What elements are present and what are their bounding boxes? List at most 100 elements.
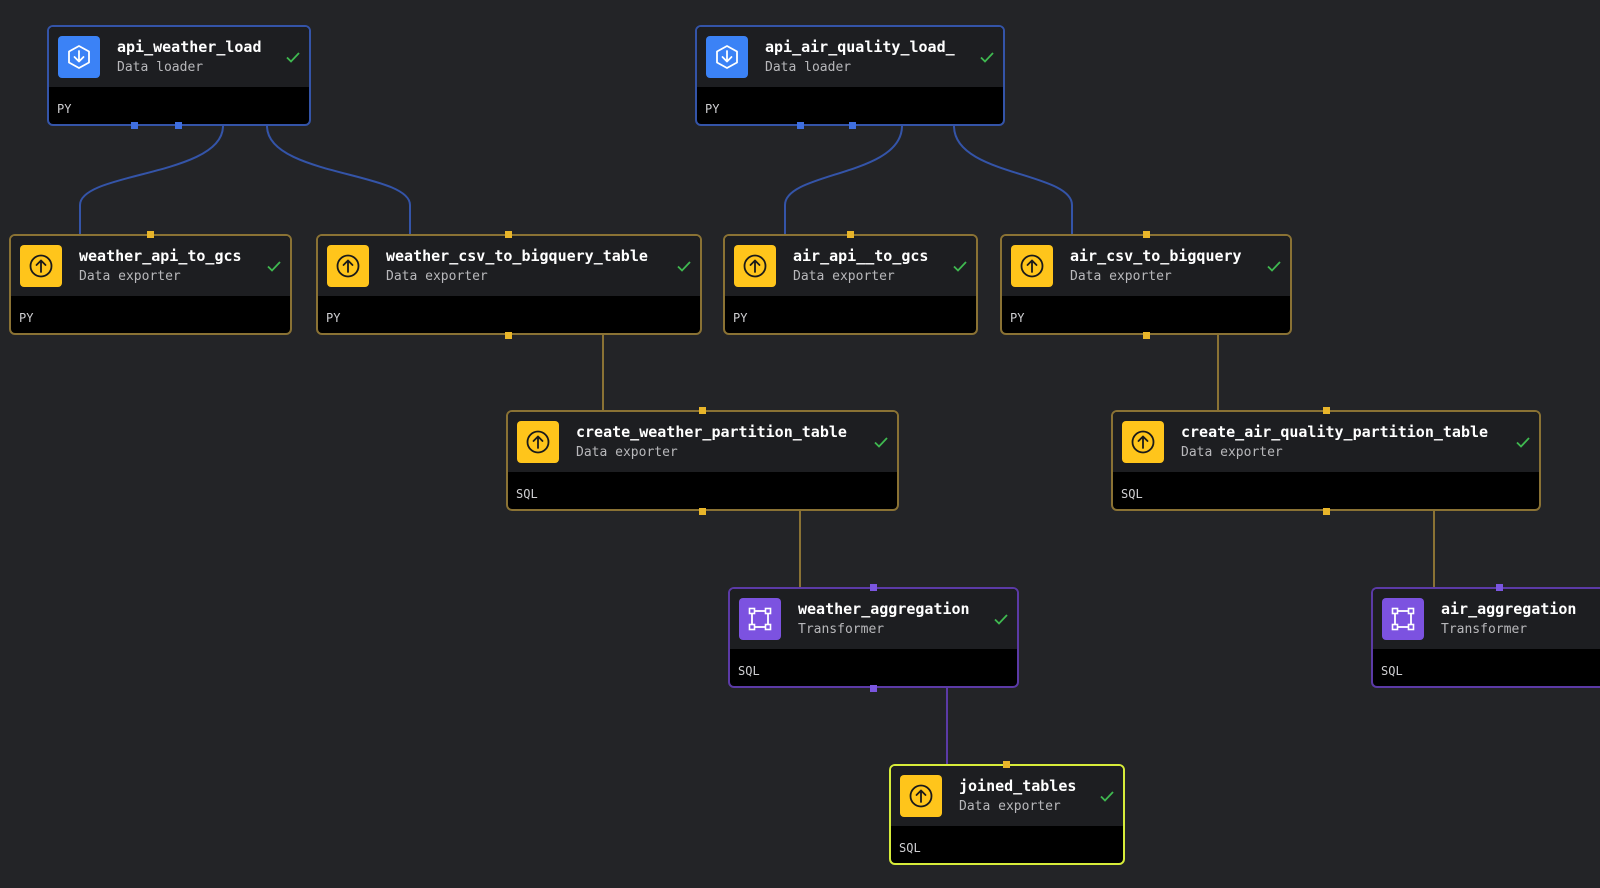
node-create-air-quality-partition-table[interactable]: create_air_quality_partition_table Data …: [1111, 410, 1541, 511]
block-language: SQL: [1381, 664, 1403, 678]
block-language: SQL: [899, 841, 921, 855]
node-header: air_aggregation Transformer: [1373, 589, 1600, 649]
block-name: joined_tables: [959, 777, 1077, 795]
output-port[interactable]: [1143, 332, 1150, 339]
node-header: api_weather_load Data loader: [49, 27, 309, 87]
block-type: Data exporter: [1181, 445, 1283, 460]
block-language: SQL: [516, 487, 538, 501]
block-type: Data loader: [765, 60, 852, 75]
block-name: weather_aggregation: [798, 600, 970, 618]
block-language: SQL: [738, 664, 760, 678]
node-air-api-to-gcs[interactable]: air_api__to_gcs Data exporter PY: [723, 234, 978, 335]
node-weather-csv-to-bigquery-table[interactable]: weather_csv_to_bigquery_table Data expor…: [316, 234, 702, 335]
block-name: create_air_quality_partition_table: [1181, 423, 1489, 441]
check-icon: [267, 261, 281, 272]
block-type: Data exporter: [386, 269, 488, 284]
check-icon: [1100, 791, 1114, 802]
block-type: Data loader: [117, 60, 204, 75]
upload-icon: [734, 245, 776, 287]
block-name: api_weather_load: [117, 38, 262, 56]
block-language: PY: [733, 311, 748, 325]
input-port[interactable]: [1003, 761, 1010, 768]
node-weather-api-to-gcs[interactable]: weather_api_to_gcs Data exporter PY: [9, 234, 292, 335]
upload-icon: [900, 775, 942, 817]
block-language: PY: [57, 102, 72, 116]
input-port[interactable]: [1323, 407, 1330, 414]
edge-api-weather-load-to-weather-csv-to-bigquery: [266, 125, 411, 234]
block-type: Data exporter: [1070, 269, 1172, 284]
node-weather-aggregation[interactable]: weather_aggregation Transformer SQL: [728, 587, 1019, 688]
node-header: weather_csv_to_bigquery_table Data expor…: [318, 236, 700, 296]
output-port[interactable]: [870, 685, 877, 692]
input-port[interactable]: [870, 584, 877, 591]
node-header: weather_api_to_gcs Data exporter: [11, 236, 290, 296]
node-joined-tables[interactable]: joined_tables Data exporter SQL: [889, 764, 1125, 865]
block-name: air_aggregation: [1441, 600, 1577, 618]
block-language: PY: [1010, 311, 1025, 325]
node-air-aggregation[interactable]: air_aggregation Transformer SQL: [1371, 587, 1600, 688]
transform-icon: [739, 598, 781, 640]
node-api-weather-load[interactable]: api_weather_load Data loader PY: [47, 25, 311, 126]
input-port[interactable]: [505, 231, 512, 238]
input-port[interactable]: [1496, 584, 1503, 591]
block-name: air_api__to_gcs: [793, 247, 929, 265]
input-port[interactable]: [847, 231, 854, 238]
check-icon: [286, 52, 300, 63]
upload-icon: [327, 245, 369, 287]
block-language: PY: [326, 311, 341, 325]
block-name: create_weather_partition_table: [576, 423, 847, 441]
node-header: air_csv_to_bigquery Data exporter: [1002, 236, 1290, 296]
output-port[interactable]: [699, 508, 706, 515]
output-port[interactable]: [849, 122, 856, 129]
edge-api-weather-load-to-weather-api-to-gcs: [79, 125, 224, 234]
block-type: Data exporter: [576, 445, 678, 460]
output-port[interactable]: [1323, 508, 1330, 515]
check-icon: [980, 52, 994, 63]
check-icon: [1267, 261, 1281, 272]
node-header: api_air_quality_load_ Data loader: [697, 27, 1003, 87]
edge-api-air-quality-load-to-air-api-to-gcs: [784, 125, 903, 234]
upload-icon: [1011, 245, 1053, 287]
block-name: air_csv_to_bigquery: [1070, 247, 1242, 265]
block-type: Transformer: [1441, 622, 1528, 637]
block-type: Data exporter: [793, 269, 895, 284]
node-header: create_weather_partition_table Data expo…: [508, 412, 897, 472]
transform-icon: [1382, 598, 1424, 640]
block-type: Transformer: [798, 622, 885, 637]
block-name: weather_csv_to_bigquery_table: [386, 247, 648, 265]
block-language: PY: [19, 311, 34, 325]
node-header: joined_tables Data exporter: [891, 766, 1123, 826]
output-port[interactable]: [175, 122, 182, 129]
download-icon: [706, 36, 748, 78]
input-port[interactable]: [147, 231, 154, 238]
check-icon: [874, 437, 888, 448]
node-header: create_air_quality_partition_table Data …: [1113, 412, 1539, 472]
check-icon: [953, 261, 967, 272]
download-icon: [58, 36, 100, 78]
node-create-weather-partition-table[interactable]: create_weather_partition_table Data expo…: [506, 410, 899, 511]
block-type: Data exporter: [959, 799, 1061, 814]
input-port[interactable]: [1143, 231, 1150, 238]
block-language: SQL: [1121, 487, 1143, 501]
block-type: Data exporter: [79, 269, 181, 284]
check-icon: [1516, 437, 1530, 448]
output-port[interactable]: [797, 122, 804, 129]
check-icon: [677, 261, 691, 272]
input-port[interactable]: [699, 407, 706, 414]
output-port[interactable]: [131, 122, 138, 129]
node-header: weather_aggregation Transformer: [730, 589, 1017, 649]
upload-icon: [517, 421, 559, 463]
edge-api-air-quality-load-to-air-csv-to-bigquery: [953, 125, 1073, 234]
block-language: PY: [705, 102, 720, 116]
node-air-csv-to-bigquery[interactable]: air_csv_to_bigquery Data exporter PY: [1000, 234, 1292, 335]
node-api-air-quality-load[interactable]: api_air_quality_load_ Data loader PY: [695, 25, 1005, 126]
check-icon: [994, 614, 1008, 625]
upload-icon: [20, 245, 62, 287]
node-header: air_api__to_gcs Data exporter: [725, 236, 976, 296]
block-name: api_air_quality_load_: [765, 38, 955, 56]
output-port[interactable]: [505, 332, 512, 339]
block-name: weather_api_to_gcs: [79, 247, 242, 265]
upload-icon: [1122, 421, 1164, 463]
